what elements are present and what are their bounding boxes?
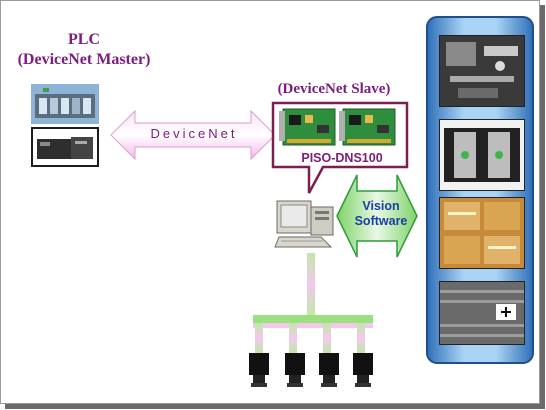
vision-software-line1: Vision: [362, 199, 400, 213]
plc-module-icon: [31, 84, 99, 124]
camera-icon: [249, 353, 269, 387]
devicenet-label: DeviceNet: [150, 126, 238, 141]
plc-title-line1: PLC: [68, 31, 100, 48]
slide-frame: PLC (DeviceNet Master) DeviceNet: [0, 0, 540, 404]
inspection-image-traces: [439, 281, 525, 345]
plc-unit-icon: [31, 127, 99, 167]
camera-bus: [253, 253, 373, 353]
plc-title: PLC (DeviceNet Master): [1, 30, 167, 70]
vision-software-line2: Software: [354, 214, 408, 228]
vision-software-label: Vision Software: [341, 199, 421, 229]
interface-card-icon: [279, 108, 336, 146]
inspection-image-leads: [439, 119, 525, 191]
inspection-image-pcb: [439, 35, 525, 107]
inspection-image-pins: [439, 197, 525, 269]
interface-card-icon: [339, 108, 396, 146]
camera-icon: [285, 353, 305, 387]
card-label: PISO-DNS100: [301, 151, 383, 165]
camera-icon: [319, 353, 339, 387]
plc-title-line2: (DeviceNet Master): [17, 51, 151, 68]
slave-callout: [271, 101, 409, 194]
camera-icon: [353, 353, 373, 387]
vision-software-arrow: [336, 174, 418, 258]
slave-title: (DeviceNet Slave): [277, 81, 391, 97]
pc-workstation-icon: [274, 200, 334, 248]
